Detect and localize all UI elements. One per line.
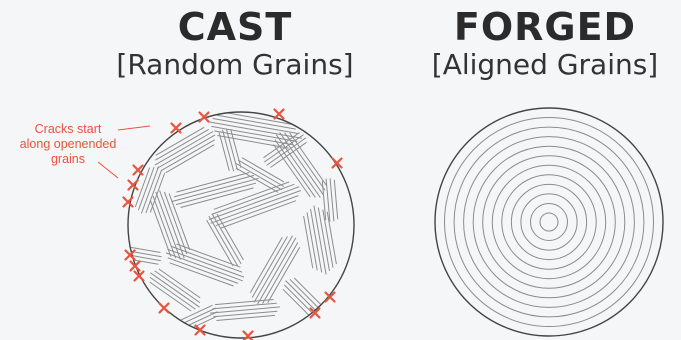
x-mark-icon xyxy=(124,198,133,207)
grain-line xyxy=(219,132,229,170)
grain-line xyxy=(236,168,278,192)
grain-line xyxy=(181,188,254,208)
x-mark-icon xyxy=(172,124,181,133)
x-mark-icon xyxy=(160,304,169,313)
grain-line xyxy=(252,237,287,298)
grain-line xyxy=(164,192,187,254)
grain-line xyxy=(153,196,176,258)
forged-aligned-rings xyxy=(445,118,654,327)
grain-line xyxy=(286,281,325,320)
grain-line xyxy=(250,237,282,292)
grain-line xyxy=(161,140,214,171)
grain-line xyxy=(176,173,249,193)
grain-line xyxy=(284,285,320,321)
forged-ring xyxy=(473,146,625,298)
grain-line xyxy=(155,271,200,303)
grain-line xyxy=(141,167,158,214)
forged-ring xyxy=(502,175,596,269)
grain-line xyxy=(146,170,162,213)
grain-line xyxy=(166,253,243,281)
grain-line xyxy=(176,183,256,205)
forged-ring xyxy=(521,194,577,250)
grain-line xyxy=(150,277,195,309)
grain-line xyxy=(155,129,208,160)
forged-ring xyxy=(511,184,586,259)
grain-line xyxy=(221,201,296,228)
grain-line xyxy=(334,180,337,219)
forged-circle-outline xyxy=(435,108,663,336)
grain-line xyxy=(150,200,171,256)
grain-line xyxy=(290,133,327,185)
x-mark-icon xyxy=(129,181,138,190)
grain-line xyxy=(268,247,300,302)
forged-ring xyxy=(445,118,654,327)
x-mark-icon xyxy=(126,251,135,260)
x-mark-icon xyxy=(196,326,205,335)
x-mark-icon xyxy=(134,166,143,175)
grain-line xyxy=(155,132,213,166)
grain-line xyxy=(330,178,334,221)
x-mark-icon xyxy=(275,110,284,119)
forged-ring xyxy=(464,137,635,308)
grain-line xyxy=(217,115,296,129)
forged-ring xyxy=(531,204,568,241)
grain-line xyxy=(172,308,216,328)
grain-line xyxy=(290,279,326,315)
forged-ring xyxy=(540,213,558,231)
grain-line xyxy=(216,196,299,226)
grain-line xyxy=(150,173,164,213)
grain-line xyxy=(212,184,295,214)
grain-line xyxy=(327,212,336,264)
cast-random-grains xyxy=(118,112,337,335)
grain-line xyxy=(174,175,254,197)
grain-line xyxy=(263,243,298,304)
forged-ring xyxy=(483,156,616,289)
grain-line xyxy=(242,158,284,182)
grain-line xyxy=(304,216,313,268)
forged-ring xyxy=(492,165,605,278)
x-mark-icon xyxy=(244,332,253,340)
grain-line xyxy=(167,249,244,277)
